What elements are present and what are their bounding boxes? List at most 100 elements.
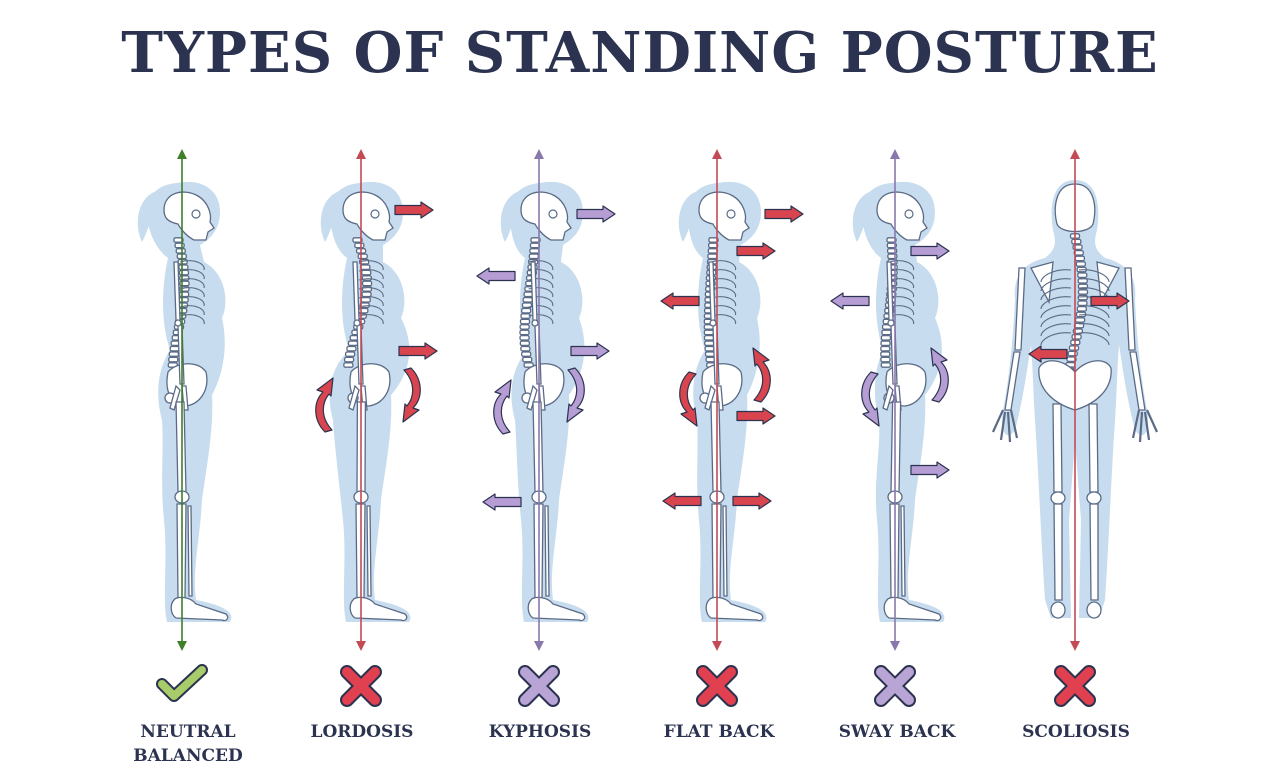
- figure-lordosis: [316, 154, 437, 700]
- figure-flat-back: [661, 154, 803, 700]
- fibula: [545, 506, 549, 596]
- fibula: [367, 506, 371, 596]
- vertebra: [523, 357, 532, 361]
- vertebra: [1078, 301, 1087, 305]
- vertebra: [881, 336, 890, 340]
- elbow: [888, 320, 894, 326]
- vertebra: [706, 352, 715, 356]
- vertebra: [881, 341, 890, 345]
- knee-right: [1087, 492, 1101, 504]
- vertebra: [361, 265, 370, 269]
- label-lordosis: LORDOSIS: [272, 720, 452, 744]
- vertebra: [1078, 295, 1087, 299]
- fibula: [723, 506, 727, 596]
- vertebra: [705, 346, 714, 350]
- vertebra: [708, 249, 717, 253]
- vertebra: [180, 292, 189, 296]
- elbow: [175, 320, 181, 326]
- vertebra: [1078, 290, 1087, 294]
- vertebra: [529, 254, 538, 258]
- tibia-right: [1090, 504, 1098, 600]
- neck-forward-arrow: [911, 243, 949, 259]
- femur-left: [1053, 404, 1062, 492]
- vertebra: [1072, 335, 1081, 339]
- vertebra: [1075, 256, 1084, 260]
- label-scoliosis: SCOLIOSIS: [986, 720, 1166, 744]
- vertebra: [881, 363, 890, 367]
- vertebra: [345, 357, 354, 361]
- pelvis-tilt-arrow: [753, 348, 770, 402]
- vertebra: [170, 346, 179, 350]
- vertebra: [530, 249, 539, 253]
- vertebra: [346, 352, 355, 356]
- vertebra: [1069, 346, 1078, 350]
- vertebra: [347, 346, 356, 350]
- vertebra: [362, 276, 371, 280]
- vertebra: [520, 330, 529, 334]
- vertebra: [704, 330, 713, 334]
- label-line: NEUTRAL: [98, 720, 278, 744]
- label-line: SWAY BACK: [807, 720, 987, 744]
- vertebra: [355, 243, 364, 247]
- vertebra: [881, 357, 890, 361]
- vertebra: [530, 243, 539, 247]
- label-sway-back: SWAY BACK: [807, 720, 987, 744]
- upper-back-arrow: [477, 268, 515, 284]
- vertebra: [881, 346, 890, 350]
- femur: [176, 402, 186, 492]
- label-flat-back: FLAT BACK: [629, 720, 809, 744]
- femur: [711, 402, 721, 492]
- vertebra: [362, 270, 371, 274]
- knee-back-arrow: [483, 494, 521, 510]
- vertebra: [1068, 351, 1077, 355]
- fibula: [901, 506, 905, 596]
- vertebra: [358, 254, 367, 258]
- figure-scoliosis: [993, 154, 1157, 700]
- vertebra: [705, 336, 714, 340]
- pelvis-tilt-arrow: [494, 380, 511, 434]
- heel-right: [1087, 602, 1101, 618]
- upper-back-arrow: [831, 293, 869, 309]
- knee-back-arrow: [663, 493, 701, 509]
- vertebra: [1076, 318, 1085, 322]
- vertebra: [1078, 273, 1087, 277]
- vertebra: [1072, 239, 1081, 243]
- label-kyphosis: KYPHOSIS: [450, 720, 630, 744]
- vertebra: [520, 341, 529, 345]
- label-line: BALANCED: [98, 744, 278, 768]
- label-line: KYPHOSIS: [450, 720, 630, 744]
- femur-right: [1089, 404, 1098, 492]
- label-line: FLAT BACK: [629, 720, 809, 744]
- label-neutral: NEUTRAL BALANCED: [98, 720, 278, 768]
- vertebra: [882, 330, 891, 334]
- vertebra: [1077, 307, 1086, 311]
- vertebra: [179, 265, 188, 269]
- vertebra: [521, 346, 530, 350]
- vertebra: [520, 336, 529, 340]
- vertebra: [522, 352, 531, 356]
- label-line: LORDOSIS: [272, 720, 452, 744]
- vertebra: [176, 249, 185, 253]
- fibula: [188, 506, 192, 596]
- upper-back-arrow: [661, 293, 699, 309]
- label-line: SCOLIOSIS: [986, 720, 1166, 744]
- heel-left: [1051, 602, 1065, 618]
- vertebra: [169, 357, 178, 361]
- elbow: [710, 320, 716, 326]
- vertebra: [348, 341, 357, 345]
- neck-forward-arrow: [737, 243, 775, 259]
- figure-neutral: [138, 154, 232, 696]
- vertebra: [521, 319, 530, 323]
- vertebra: [361, 298, 370, 302]
- pelvis-tilt-arrow: [403, 368, 420, 422]
- vertebra: [520, 325, 529, 329]
- knee-left: [1051, 492, 1065, 504]
- vertebra: [881, 352, 890, 356]
- vertebra: [1076, 262, 1085, 266]
- figure-kyphosis: [477, 154, 615, 700]
- knee-forward-arrow: [733, 493, 771, 509]
- vertebra: [363, 281, 372, 285]
- vertebra: [344, 363, 353, 367]
- vertebra: [169, 352, 178, 356]
